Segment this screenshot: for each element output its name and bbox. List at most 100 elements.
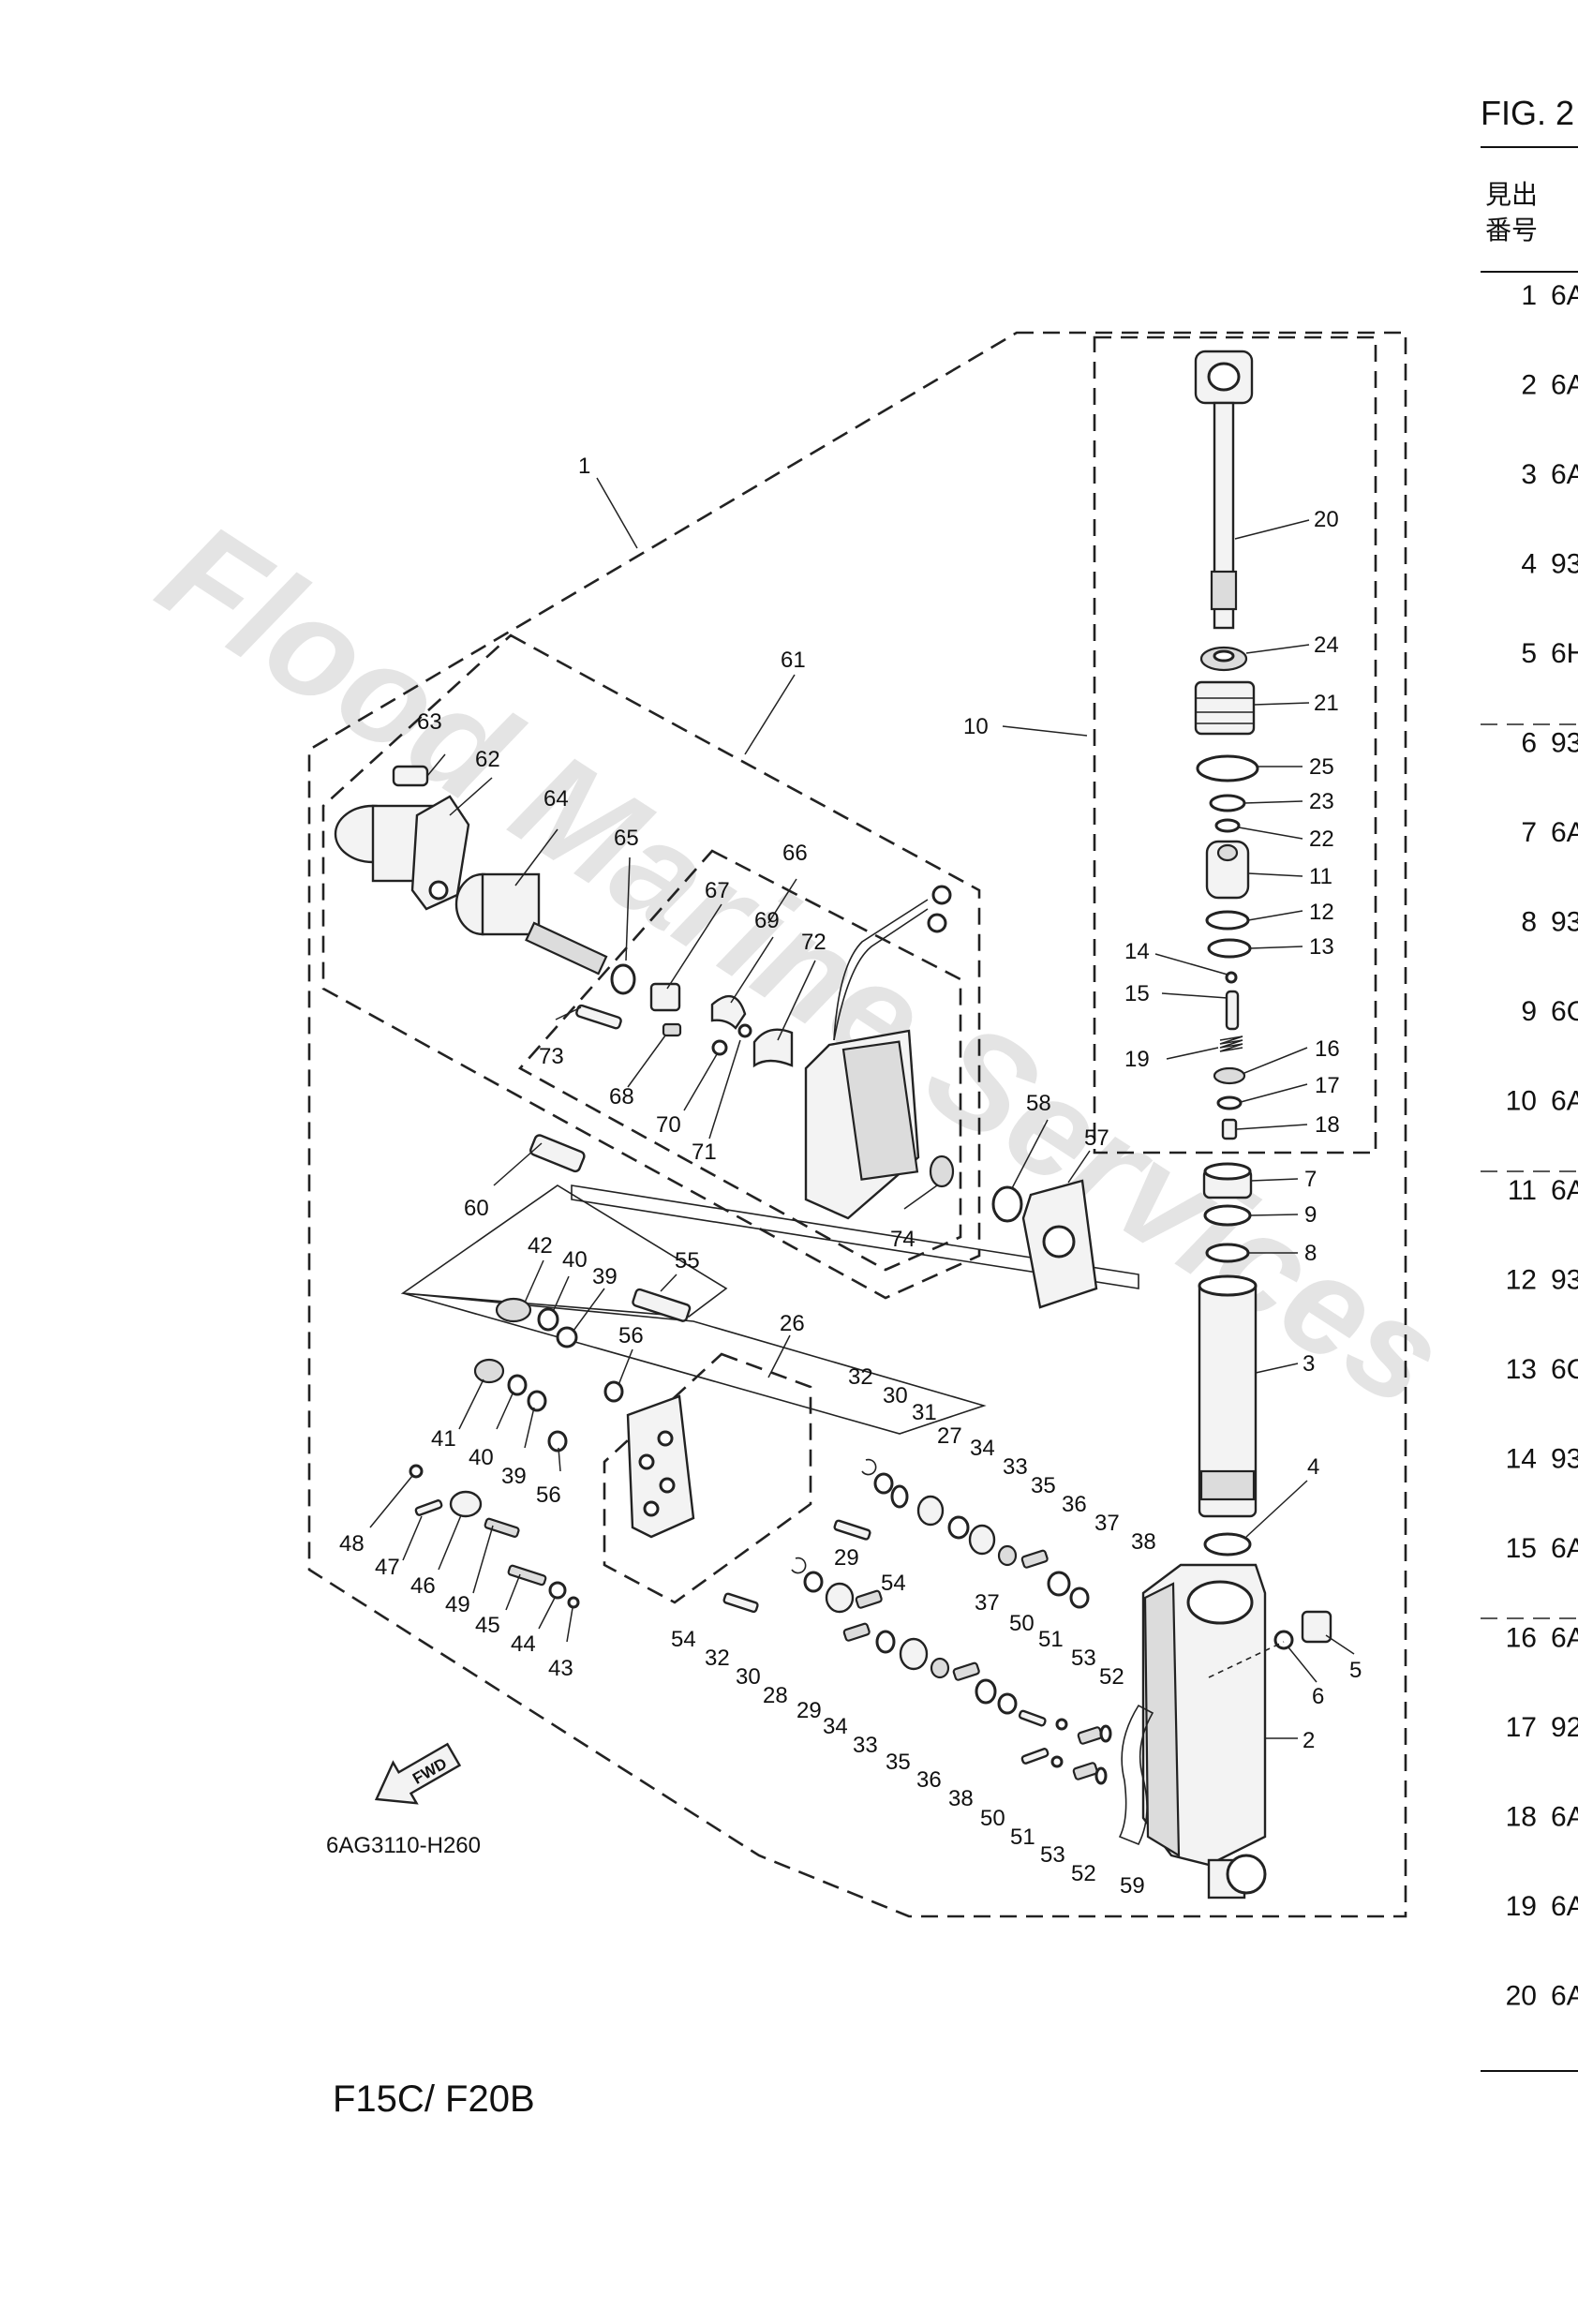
callout-38b: 38 xyxy=(948,1786,974,1811)
bolt-55 xyxy=(632,1288,692,1322)
o-ring-25 xyxy=(1196,754,1259,782)
callout-27: 27 xyxy=(937,1423,962,1449)
spring-35a xyxy=(997,1544,1018,1567)
table-row-number: 18 xyxy=(1506,1802,1537,1833)
callout-65: 65 xyxy=(614,826,639,851)
o-ring-12 xyxy=(1205,910,1250,931)
callout-16: 16 xyxy=(1315,1036,1340,1062)
assembly-boundary-1 xyxy=(307,331,1407,1918)
spring-36b xyxy=(952,1661,980,1681)
washer-70 xyxy=(711,1039,728,1056)
spring-45 xyxy=(507,1564,547,1587)
callout-54a: 54 xyxy=(881,1571,906,1596)
callout-11: 11 xyxy=(1309,864,1332,889)
leader-lines xyxy=(369,477,1355,1739)
callout-35a: 35 xyxy=(1031,1473,1056,1498)
valve-39a xyxy=(556,1326,578,1348)
pin-50b xyxy=(1020,1748,1050,1765)
pin-54b xyxy=(722,1592,759,1614)
washer-38a xyxy=(1069,1587,1090,1609)
callout-46: 46 xyxy=(410,1573,436,1599)
callout-1: 1 xyxy=(578,454,590,479)
table-row-part-code: 6A xyxy=(1551,1802,1578,1833)
washer-9 xyxy=(1203,1204,1252,1227)
callout-42: 42 xyxy=(528,1233,553,1259)
screw-73 xyxy=(575,1004,622,1030)
callout-6: 6 xyxy=(1312,1684,1324,1709)
table-row-number: 4 xyxy=(1521,549,1537,580)
callout-36a: 36 xyxy=(1062,1492,1087,1517)
callout-34b: 34 xyxy=(823,1714,848,1739)
callout-21: 21 xyxy=(1314,691,1339,716)
cylinder-body-2 xyxy=(1141,1563,1267,1899)
washer-23 xyxy=(1209,794,1246,812)
callout-53b: 53 xyxy=(1040,1842,1065,1868)
table-row-part-code: 6C xyxy=(1551,1354,1578,1385)
callout-63: 63 xyxy=(417,709,442,735)
reservoir-body xyxy=(804,885,952,1220)
callout-9: 9 xyxy=(1304,1202,1317,1228)
valve-40b xyxy=(507,1374,528,1396)
o-ring-22 xyxy=(1214,818,1241,833)
callout-52a: 52 xyxy=(1099,1664,1124,1690)
callout-56a: 56 xyxy=(618,1323,644,1348)
table-row-number: 12 xyxy=(1506,1265,1537,1296)
callout-66: 66 xyxy=(782,841,808,866)
ball-6 xyxy=(1273,1630,1294,1650)
callout-14: 14 xyxy=(1124,939,1150,964)
callout-13: 13 xyxy=(1309,934,1334,960)
piston-11 xyxy=(1205,840,1250,900)
seat-27 xyxy=(916,1495,945,1527)
table-row-number: 8 xyxy=(1521,907,1537,938)
o-ring-52a xyxy=(1099,1724,1112,1743)
callout-47: 47 xyxy=(375,1555,400,1580)
o-ring-8 xyxy=(1205,1243,1250,1263)
callout-45: 45 xyxy=(475,1613,500,1638)
ball-43 xyxy=(567,1596,580,1609)
bolt-60 xyxy=(529,1134,586,1173)
spring-29b xyxy=(842,1622,871,1642)
diagram-code: 6AG3110-H260 xyxy=(326,1833,481,1858)
cylinder-group-boundary-10 xyxy=(1093,335,1377,1155)
callout-29a: 29 xyxy=(834,1545,859,1571)
table-row-number: 11 xyxy=(1508,1175,1537,1206)
table-row-part-code: 6A xyxy=(1551,1533,1578,1564)
table-row-part-code: 6A xyxy=(1551,1623,1578,1654)
washer-37a xyxy=(1047,1571,1071,1597)
filter-59 xyxy=(1118,1704,1154,1846)
table-row-number: 1 xyxy=(1521,280,1537,311)
o-ring-58 xyxy=(991,1185,1023,1223)
washer-30a xyxy=(873,1472,894,1495)
callout-3: 3 xyxy=(1303,1351,1315,1377)
callout-20: 20 xyxy=(1314,507,1339,532)
ball-51a xyxy=(1055,1718,1068,1731)
callout-32a: 32 xyxy=(848,1364,873,1390)
part-68 xyxy=(662,1022,682,1037)
callout-36b: 36 xyxy=(916,1767,942,1793)
callout-50a: 50 xyxy=(1009,1611,1035,1636)
svg-text:Flood Marine Services: Flood Marine Services xyxy=(134,492,1471,1437)
ball-51b xyxy=(1050,1755,1064,1768)
clip-71 xyxy=(737,1023,752,1038)
screw-18 xyxy=(1221,1118,1238,1140)
ball-48 xyxy=(409,1464,424,1479)
callout-74: 74 xyxy=(890,1227,916,1252)
callout-53a: 53 xyxy=(1071,1646,1096,1671)
motor-housing-62 xyxy=(334,795,470,911)
table-row-number: 9 xyxy=(1521,996,1537,1027)
callout-34a: 34 xyxy=(970,1436,995,1461)
callout-33a: 33 xyxy=(1003,1454,1028,1480)
washer-38b xyxy=(997,1692,1018,1715)
cap-7 xyxy=(1202,1162,1253,1199)
table-header-line2: 番号 xyxy=(1485,215,1538,246)
callout-37a: 37 xyxy=(1094,1511,1120,1536)
table-row-number: 14 xyxy=(1506,1444,1537,1475)
callout-73: 73 xyxy=(539,1044,564,1069)
switch-67 xyxy=(649,982,681,1012)
callout-10: 10 xyxy=(963,714,989,739)
callout-64: 64 xyxy=(543,786,569,812)
callout-12: 12 xyxy=(1309,900,1334,925)
callout-37b: 37 xyxy=(975,1590,1000,1616)
callout-54b: 54 xyxy=(671,1627,696,1652)
